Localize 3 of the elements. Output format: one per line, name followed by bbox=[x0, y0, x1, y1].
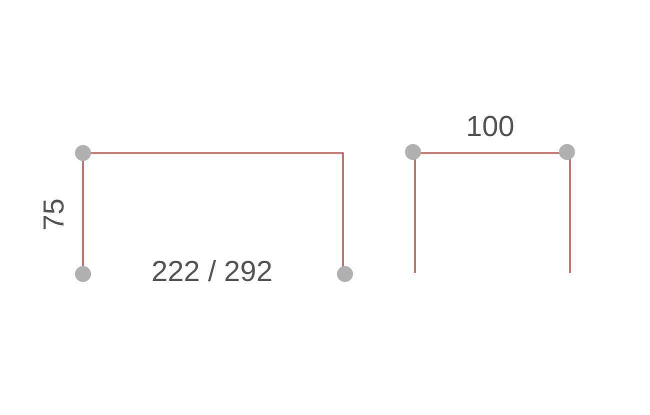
dimension-value: 100 bbox=[466, 112, 514, 142]
dimension-value: 75 bbox=[40, 198, 70, 230]
dimension-value: 222 / 292 bbox=[152, 258, 272, 286]
